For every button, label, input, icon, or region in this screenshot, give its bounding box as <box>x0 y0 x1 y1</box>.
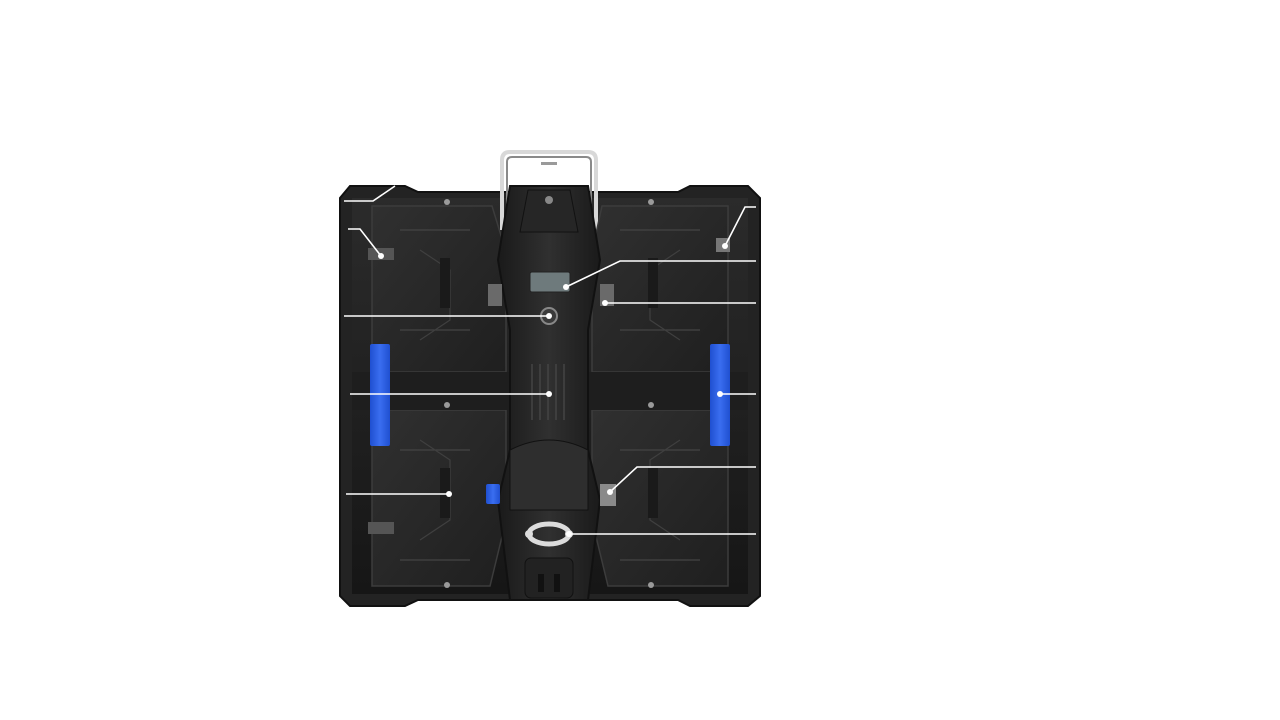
callout-dots <box>378 243 728 537</box>
blue-latch <box>486 484 500 504</box>
right-upper-callout <box>724 206 756 247</box>
carry-handle <box>500 150 598 230</box>
mounting-points <box>444 199 654 588</box>
left-handle <box>370 344 390 446</box>
corner-lock-callout <box>344 185 396 202</box>
callout-lines <box>344 185 756 535</box>
left-lock-callout <box>348 228 382 257</box>
quadrant-panels <box>371 205 729 587</box>
right-lower-connector-callout <box>609 466 756 493</box>
status-screen <box>529 271 571 293</box>
status-screen-callout <box>565 260 756 288</box>
